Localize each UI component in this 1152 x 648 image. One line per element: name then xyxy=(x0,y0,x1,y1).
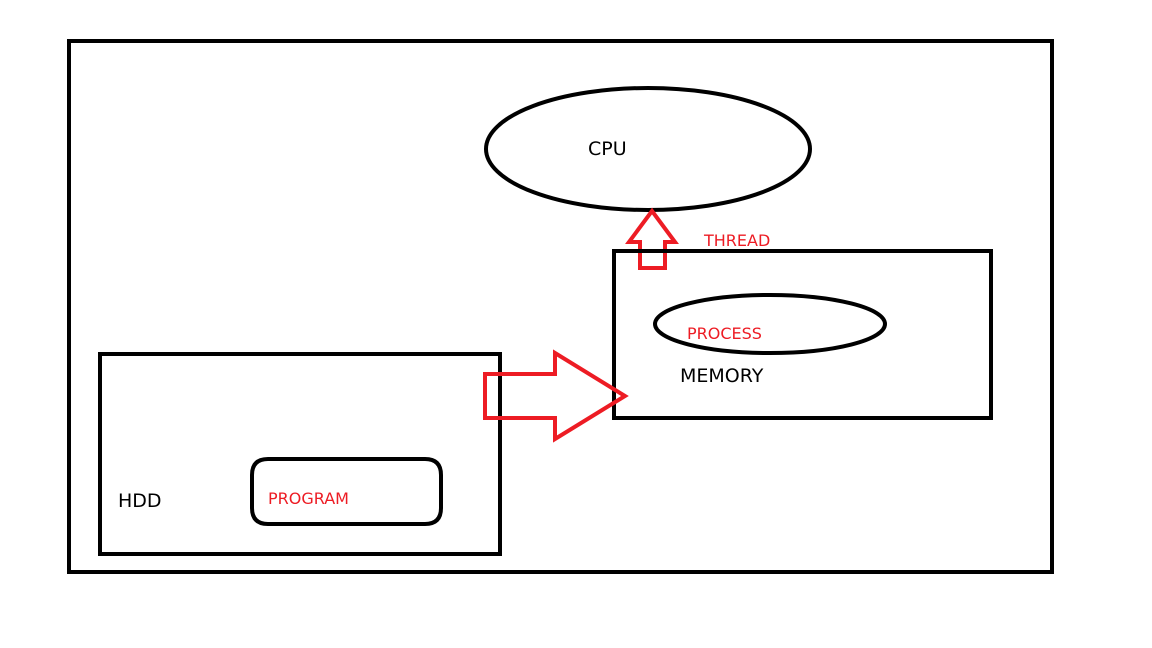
program-label: PROGRAM xyxy=(268,489,349,508)
program-box xyxy=(250,457,443,526)
cpu-label: CPU xyxy=(588,138,627,160)
hdd-box xyxy=(98,352,502,556)
memory-label: MEMORY xyxy=(680,365,764,387)
process-ellipse xyxy=(653,293,887,355)
thread-arrow xyxy=(625,207,679,270)
cpu-ellipse xyxy=(484,86,812,212)
computer-frame xyxy=(67,39,1054,574)
process-label: PROCESS xyxy=(687,324,762,343)
load-arrow xyxy=(483,349,629,443)
hdd-label: HDD xyxy=(118,490,162,512)
memory-box xyxy=(612,249,993,420)
thread-label: THREAD xyxy=(703,231,770,250)
